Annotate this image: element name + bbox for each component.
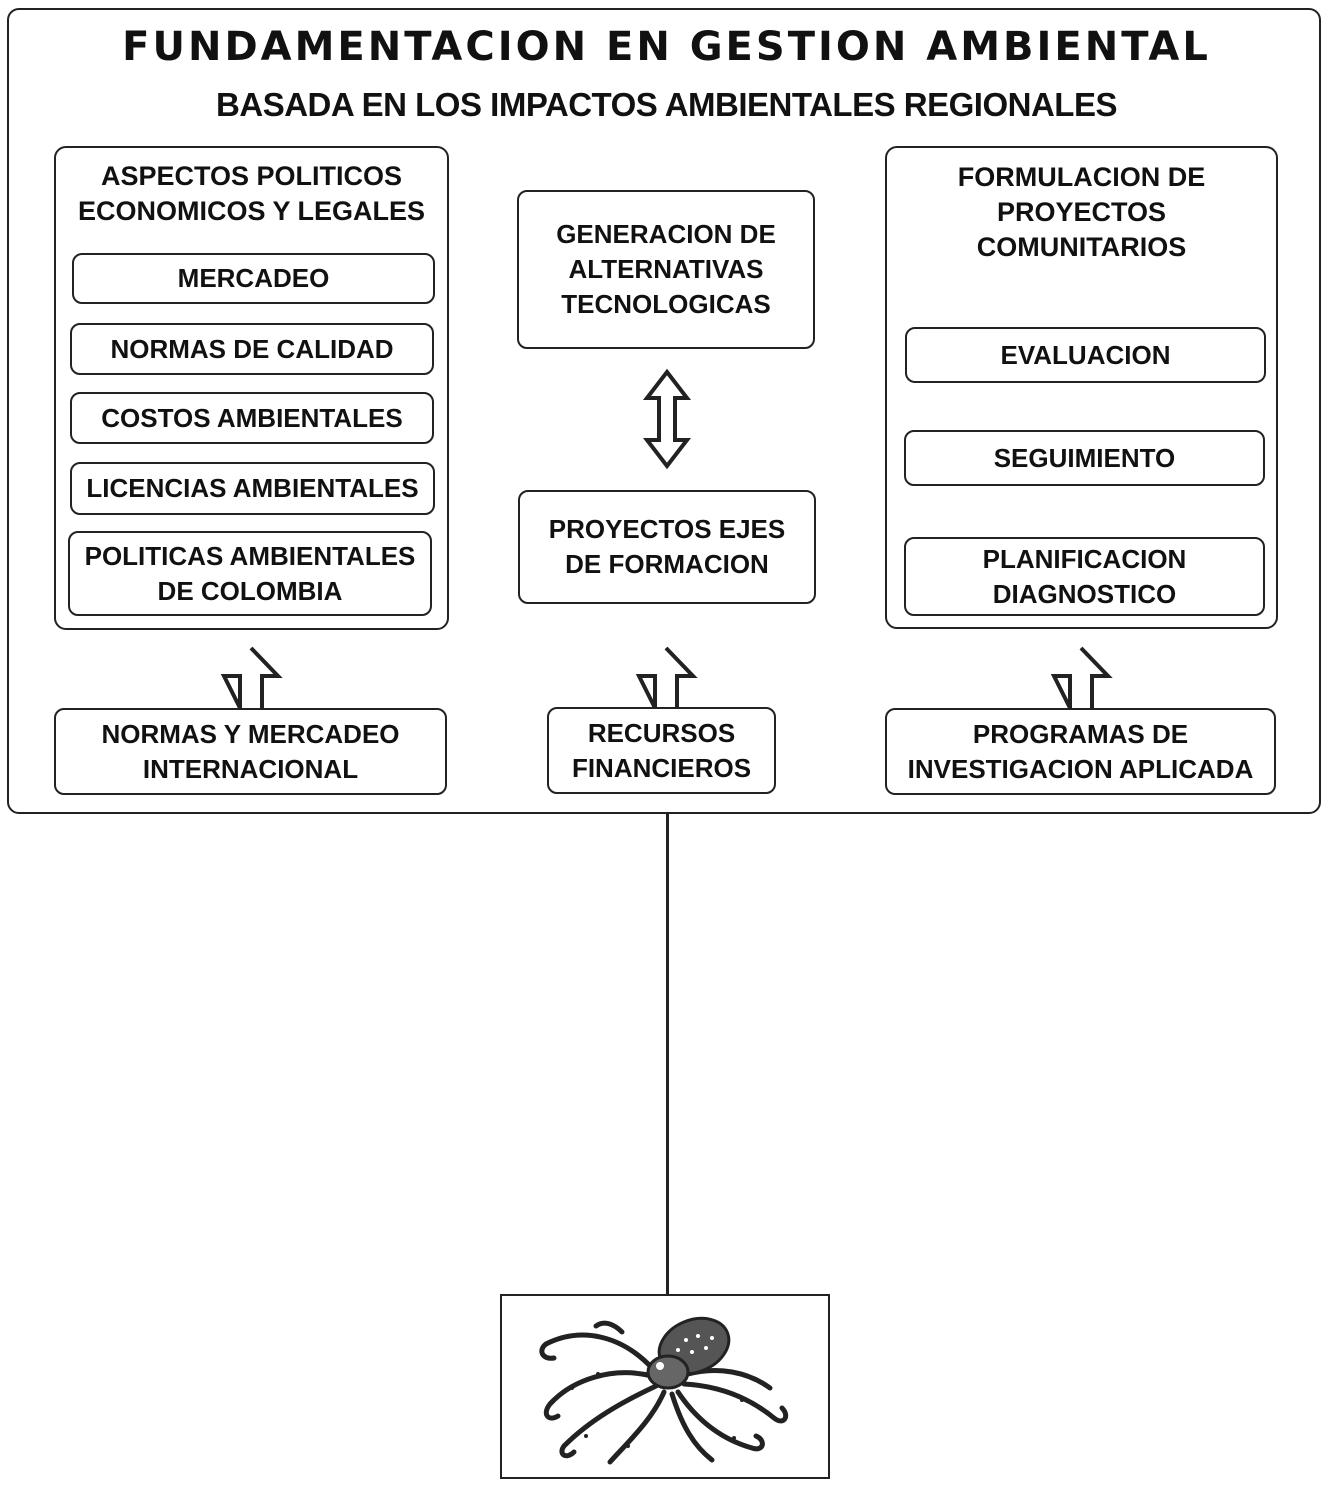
center-bottom-box: PROYECTOS EJES DE FORMACION — [518, 490, 816, 604]
illustration-frame — [500, 1294, 830, 1479]
up-arrow-center-icon — [635, 646, 698, 709]
right-item-seguimiento: SEGUIMIENTO — [904, 430, 1265, 486]
right-panel-title: FORMULACION DE PROYECTOS COMUNITARIOS — [957, 162, 1206, 262]
right-item-planificacion: PLANIFICACION DIAGNOSTICO — [904, 537, 1265, 616]
bottom-box-normas: NORMAS Y MERCADEO INTERNACIONAL — [54, 708, 447, 795]
main-frame — [7, 8, 1321, 814]
up-arrow-right-icon — [1050, 646, 1113, 709]
left-item-mercadeo: MERCADEO — [72, 253, 435, 304]
octopus-icon — [539, 1316, 789, 1465]
diagram-subtitle: BASADA EN LOS IMPACTOS AMBIENTALES REGIO… — [216, 86, 1117, 123]
left-item-normas-calidad: NORMAS DE CALIDAD — [70, 323, 434, 375]
bottom-box-programas: PROGRAMAS DE INVESTIGACION APLICADA — [885, 708, 1276, 795]
right-item-evaluacion: EVALUACION — [905, 327, 1266, 383]
diagram-title: FUNDAMENTACION EN GESTION AMBIENTAL — [122, 24, 1211, 70]
connector-line — [666, 814, 669, 1295]
left-panel-title: ASPECTOS POLITICOS ECONOMICOS Y LEGALES — [77, 161, 426, 226]
up-arrow-left-icon — [220, 646, 283, 709]
bottom-box-recursos: RECURSOS FINANCIEROS — [547, 707, 776, 794]
center-top-box: GENERACION DE ALTERNATIVAS TECNOLOGICAS — [517, 190, 815, 349]
double-arrow-icon — [642, 368, 692, 470]
left-item-licencias: LICENCIAS AMBIENTALES — [70, 462, 435, 515]
left-panel: ASPECTOS POLITICOS ECONOMICOS Y LEGALES — [54, 146, 449, 630]
right-panel: FORMULACION DE PROYECTOS COMUNITARIOS — [885, 146, 1278, 629]
left-item-politicas: POLITICAS AMBIENTALES DE COLOMBIA — [68, 531, 432, 616]
left-item-costos: COSTOS AMBIENTALES — [70, 392, 434, 444]
